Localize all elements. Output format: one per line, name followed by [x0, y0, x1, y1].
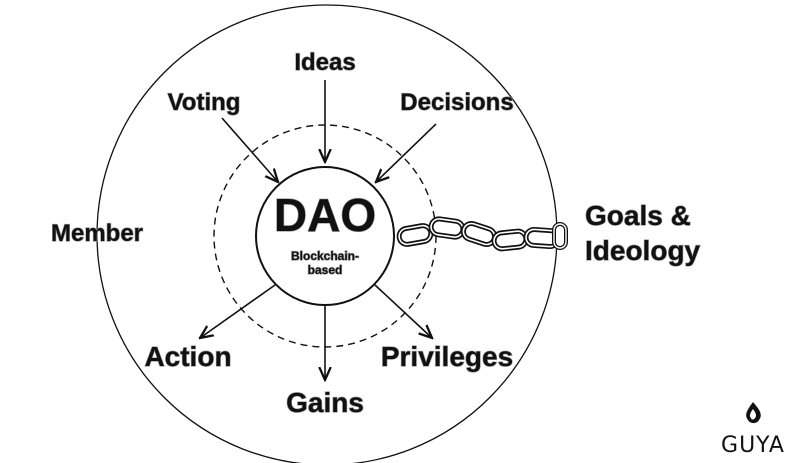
arrow-privileges	[374, 284, 432, 338]
dao-subtitle-line1: Blockchain-	[291, 249, 359, 263]
label-member: Member	[51, 220, 143, 247]
arrow-voting	[221, 117, 278, 182]
label-goals-line1: Goals &	[585, 200, 691, 231]
dao-subtitle-line2: based	[308, 263, 343, 277]
label-privileges: Privileges	[381, 341, 513, 372]
label-action: Action	[144, 341, 231, 372]
label-voting: Voting	[168, 89, 241, 116]
dao-title: DAO	[274, 189, 376, 241]
brand-name: GUYA	[721, 433, 785, 458]
arrow-decisions	[376, 123, 437, 182]
label-decisions: Decisions	[400, 89, 513, 116]
arrow-action	[200, 284, 276, 338]
label-ideas: Ideas	[294, 49, 355, 76]
label-goals-line2: Ideology	[585, 235, 701, 266]
label-gains: Gains	[286, 387, 364, 418]
flame-drop-icon	[746, 402, 761, 423]
chain-icon	[396, 216, 568, 252]
